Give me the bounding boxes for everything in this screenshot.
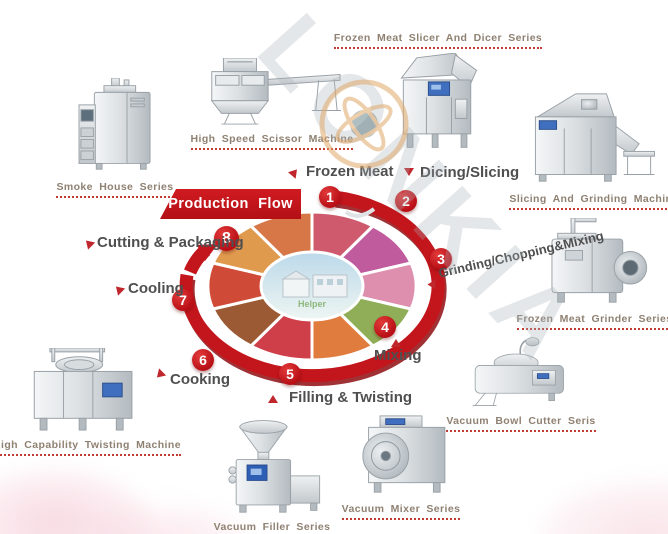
high-capability-twisting-label: High Capability Twisting Machine	[0, 439, 181, 456]
slicing-grinding-label: Slicing And Grinding Machine	[509, 193, 668, 210]
high-capability-twisting-image	[33, 348, 133, 431]
step-circle-1: 1	[319, 186, 341, 208]
vacuum-bowl-cutter-machine: Vacuum Bowl Cutter Seris	[446, 336, 596, 432]
vacuum-bowl-cutter-image	[472, 337, 564, 406]
frozen-meat-slicer-image	[400, 53, 478, 148]
slicing-grinding-machine: Slicing And Grinding Machine	[509, 90, 668, 210]
center-caption: Helper	[298, 299, 327, 309]
production-flow-banner: Production Flow	[160, 189, 301, 219]
frozen-meat-grinder-machine: Frozen Meat Grinder Series	[516, 218, 668, 330]
vacuum-mixer-machine: Vacuum Mixer Series	[338, 414, 464, 520]
slicing-grinding-image	[534, 93, 655, 182]
step-label-cooling: Cooling	[128, 280, 184, 297]
high-speed-scissor-image	[210, 58, 341, 125]
step-label-dicing-slicing: Dicing/Slicing	[420, 164, 520, 181]
vacuum-bowl-cutter-label: Vacuum Bowl Cutter Seris	[446, 415, 596, 432]
step-number-4: 4	[381, 319, 389, 335]
step-number-5: 5	[286, 366, 294, 382]
step-number-6: 6	[199, 352, 207, 368]
frozen-meat-grinder-image	[550, 218, 647, 303]
factory-photo	[259, 250, 365, 322]
vacuum-mixer-label: Vacuum Mixer Series	[341, 503, 461, 520]
step-marker-icon	[268, 390, 278, 403]
step-label-filling-twisting: Filling & Twisting	[289, 389, 413, 406]
high-capability-twisting-machine: High Capability Twisting Machine	[0, 348, 181, 456]
step-label-cooking: Cooking	[170, 371, 230, 388]
step-label-frozen-meat: Frozen Meat	[306, 163, 394, 180]
step-marker-icon	[422, 279, 436, 290]
frozen-meat-slicer-machine: Frozen Meat Slicer And Dicer Series	[333, 28, 543, 157]
step-marker-icon	[78, 233, 96, 250]
frozen-meat-slicer-label: Frozen Meat Slicer And Dicer Series	[333, 32, 543, 49]
step-label-cutting-packaging: Cutting & Packaging	[97, 234, 244, 251]
step-number-1: 1	[326, 189, 334, 205]
step-circle-6: 6	[192, 349, 214, 371]
smoke-house-image	[78, 78, 151, 170]
vacuum-mixer-image	[362, 415, 446, 493]
step-number-2: 2	[402, 193, 410, 209]
smoke-house-label: Smoke House Series	[56, 181, 174, 198]
step-circle-2: 2	[395, 190, 417, 212]
production-flow-title: Production Flow	[168, 196, 293, 212]
pink-decor-right	[540, 480, 668, 534]
smoke-house-machine: Smoke House Series	[50, 78, 180, 198]
vacuum-filler-machine: Vacuum Filler Series	[198, 416, 346, 534]
step-marker-icon	[391, 334, 401, 347]
high-speed-scissor-machine: High Speed Scissor Machine	[190, 58, 354, 150]
pink-decor-left	[0, 470, 150, 534]
step-circle-5: 5	[279, 363, 301, 385]
high-speed-scissor-label: High Speed Scissor Machine	[190, 133, 354, 150]
step-marker-icon	[108, 279, 126, 296]
frozen-meat-grinder-label: Frozen Meat Grinder Series	[516, 313, 668, 330]
step-marker-icon	[404, 168, 414, 181]
step-label-mixing: Mixing	[374, 347, 422, 364]
vacuum-filler-image	[228, 420, 321, 513]
vacuum-filler-label: Vacuum Filler Series	[214, 521, 331, 534]
step-marker-icon	[287, 162, 305, 179]
